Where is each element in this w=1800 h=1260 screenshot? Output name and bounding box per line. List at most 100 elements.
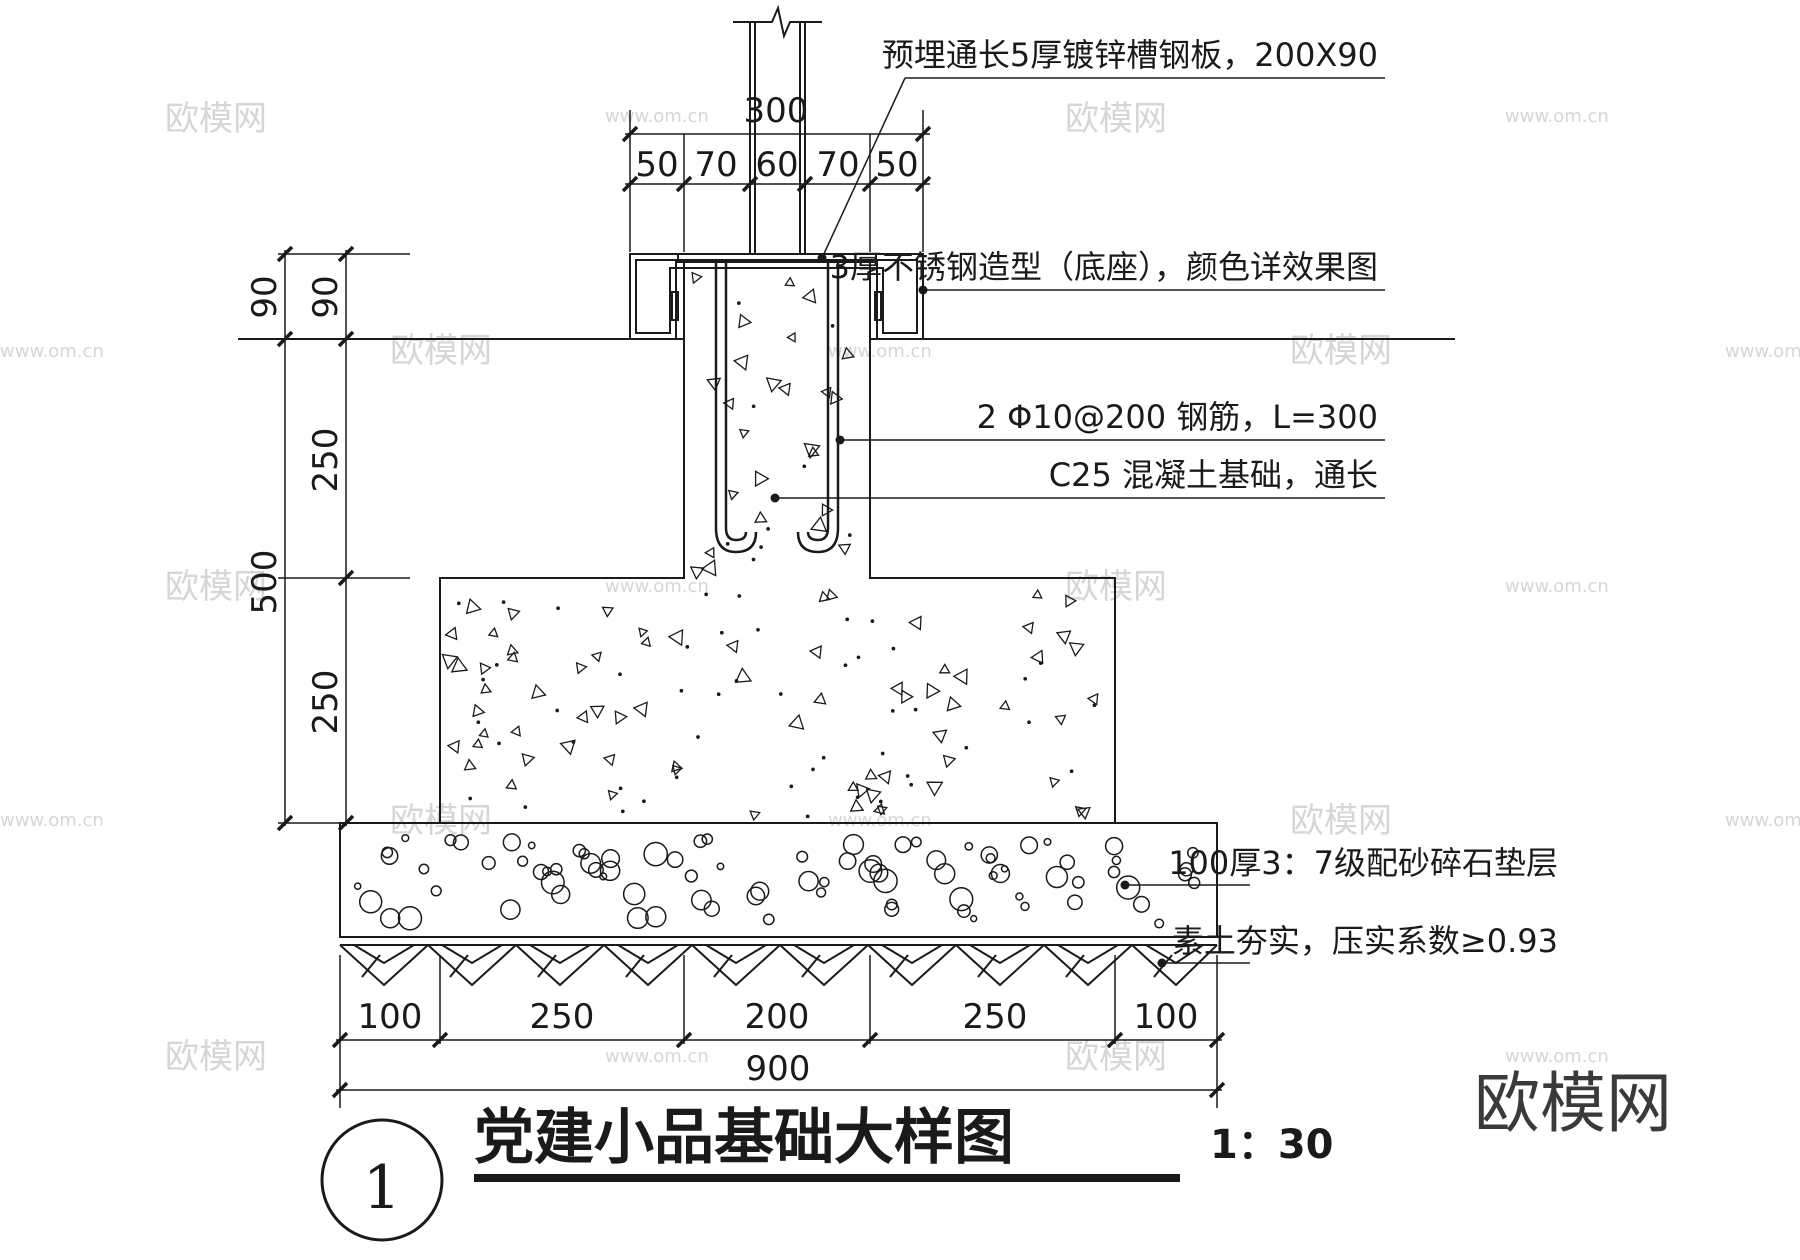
title-number-circle [320, 1118, 444, 1242]
aggregate-dot [890, 709, 895, 713]
aggregate-triangle [446, 739, 460, 755]
dimension-tick [914, 175, 932, 193]
annotation-notes: 预埋通长5厚镀锌槽钢板，200X90 3厚不锈钢造型（底座），颜色详效果图 2 … [830, 36, 1558, 960]
aggregate-dot [674, 775, 679, 780]
dimension-tick [337, 245, 355, 263]
aggregate-dot [778, 692, 783, 696]
aggregate-triangle [444, 626, 458, 641]
soil-hatch-stroke [969, 944, 1031, 978]
gravel-stone [964, 841, 974, 851]
soil-hatch-stroke [427, 944, 517, 987]
aggregate-triangle [786, 331, 796, 343]
gravel-stone [580, 852, 602, 874]
watermark-brand: 欧模网 [1290, 801, 1392, 841]
gravel-stone [500, 899, 521, 920]
dim-bottom-5: 100 [1134, 997, 1199, 1037]
gravel-stone [418, 863, 430, 875]
soil-hatch-stroke [779, 944, 869, 987]
aggregate-triangle [754, 470, 770, 488]
aggregate-triangle [506, 651, 519, 663]
aggregate-dot [811, 767, 815, 772]
aggregate-triangle [803, 442, 821, 460]
aggregate-dot [468, 796, 473, 801]
dimension-tick [276, 330, 294, 348]
aggregate-triangle [942, 754, 957, 769]
dimension-labels: 300 50 70 60 70 50 90 500 90 250 250 100… [245, 91, 1198, 1089]
aggregate-triangle [865, 788, 882, 805]
aggregate-dot [456, 601, 461, 606]
aggregate-dot [556, 606, 560, 611]
aggregate-dot [679, 688, 684, 693]
gravel-stone [587, 861, 604, 878]
aggregate-triangle [1055, 630, 1072, 645]
watermark-url: www.om.cn [828, 810, 932, 831]
watermark-url: www.om.cn [605, 1046, 709, 1067]
aggregate-triangle [463, 758, 477, 771]
concrete-foundation-outline [439, 262, 1116, 824]
aggregate-dot [964, 745, 969, 750]
gravel-stone [1066, 894, 1083, 911]
soil-hatch-stroke [881, 944, 943, 978]
note-gravel: 100厚3：7级配砂碎石垫层 [1168, 844, 1558, 882]
dim-left-outer-500: 500 [245, 550, 285, 615]
dim-bottom-1: 100 [358, 997, 423, 1037]
soil-hatch-stroke [691, 944, 781, 987]
gravel-stone [949, 887, 974, 912]
aggregate-triangle [818, 590, 831, 603]
aggregate-dot [856, 655, 861, 660]
aggregate-triangle [722, 397, 735, 411]
aggregate-triangle [1031, 588, 1043, 599]
dim-bottom-3: 200 [745, 997, 810, 1037]
gravel-stone [933, 862, 956, 885]
gravel-stone [1107, 865, 1121, 879]
watermark-layer: 欧模网 www.om.cn 欧模网 www.om.cn www.om.cn 欧模… [0, 99, 1800, 1077]
aggregate-triangle [472, 703, 486, 718]
aggregate-triangle [837, 543, 852, 556]
aggregate-dot [1023, 676, 1028, 681]
gravel-stone [502, 833, 521, 852]
aggregate-triangle [998, 699, 1011, 711]
dimension-tick [431, 1031, 449, 1049]
aggregate-dot [759, 545, 763, 549]
aggregate-dot [501, 600, 506, 604]
aggregate-triangle [841, 346, 856, 360]
note-concrete: C25 混凝土基础，通长 [1049, 456, 1378, 494]
aggregate-triangle [754, 510, 768, 524]
watermark-brand: 欧模网 [390, 331, 492, 371]
aggregate-triangle [931, 729, 948, 744]
gravel-stone [1111, 855, 1122, 866]
aggregate-triangle [1074, 805, 1088, 818]
soil-hatch-stroke [1043, 944, 1133, 987]
aggregate-triangle [1076, 806, 1091, 821]
break-line [733, 4, 822, 40]
gravel-stone [599, 860, 621, 882]
aggregate-dot [555, 708, 560, 713]
watermark-url: www.om.cn [605, 576, 709, 597]
aggregate-triangle [809, 515, 828, 533]
aggregate-triangle [590, 651, 602, 663]
gravel-stone [1043, 837, 1052, 846]
gravel-stone [358, 890, 383, 914]
aggregate-triangle [602, 753, 616, 767]
aggregate-triangle [509, 724, 522, 737]
gravel-stone [1015, 892, 1024, 901]
gravel-stone [969, 914, 978, 923]
aggregate-dot [642, 799, 646, 804]
aggregate-triangle [1054, 714, 1067, 726]
aggregate-triangle [784, 276, 796, 287]
watermark-url: www.om.cn [605, 106, 709, 127]
aggregate-dot [913, 707, 918, 712]
aggregate-triangle [589, 705, 606, 720]
aggregate-dot [719, 630, 724, 635]
aggregate-dot [1069, 769, 1074, 774]
gravel-stone [452, 834, 470, 851]
gravel-stone [701, 833, 714, 845]
gravel-stone [684, 869, 698, 883]
aggregate-triangle [825, 588, 839, 602]
gravel-stone [626, 906, 649, 930]
aggregate-triangle [638, 627, 649, 638]
aggregate-triangle [738, 428, 750, 440]
gravel-stone [1071, 875, 1085, 889]
drawing-scale: 1：30 [1210, 1122, 1334, 1168]
foundation-structure [238, 4, 1455, 987]
